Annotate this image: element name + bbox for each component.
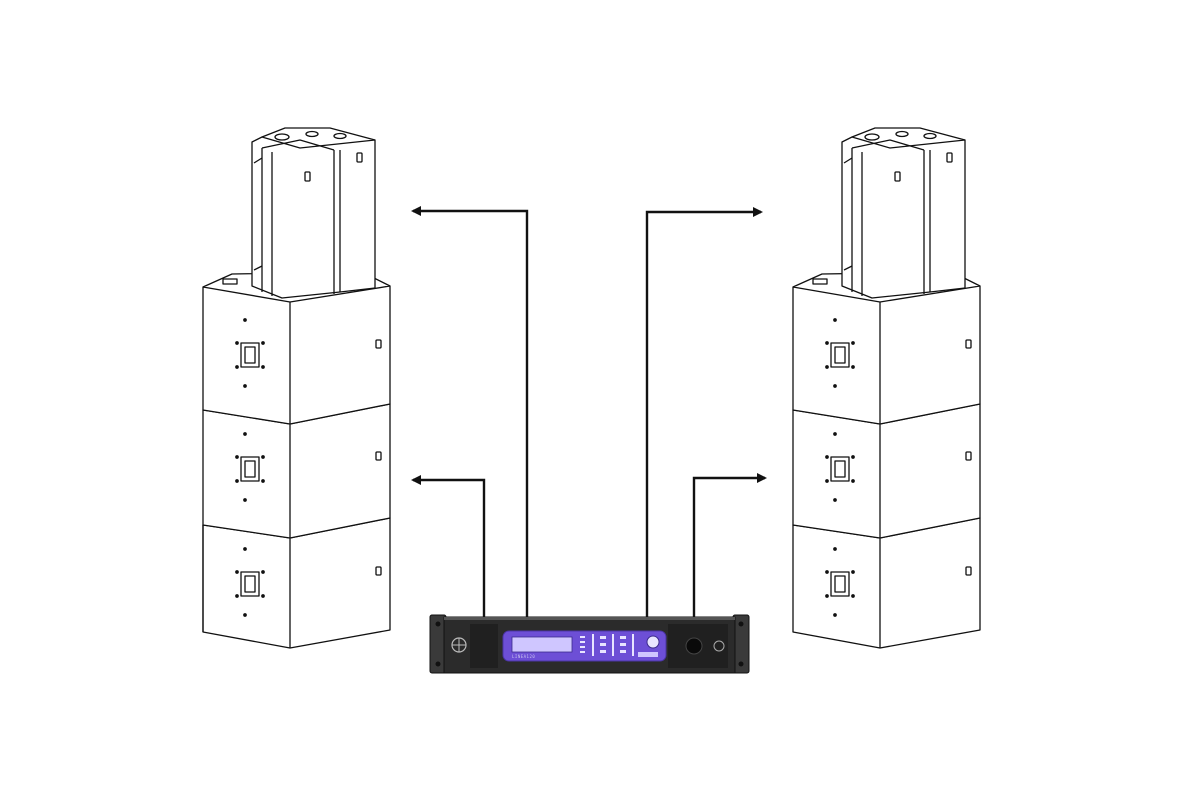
arrow-to-right-top-cabinet — [645, 207, 763, 618]
power-knob-icon[interactable] — [685, 637, 703, 655]
right-subwoofer-3 — [792, 517, 981, 649]
right-subwoofer-2 — [792, 403, 981, 539]
signal-connections — [411, 206, 767, 618]
amp-encoder-knob-icon[interactable] — [646, 635, 660, 649]
arrow-to-left-subwoofers — [411, 475, 486, 618]
amp-display — [511, 636, 573, 653]
arrow-to-left-top-cabinet — [411, 206, 529, 618]
brand-logo-icon — [451, 637, 467, 653]
right-speaker-stack — [792, 127, 981, 649]
left-subwoofer-3 — [202, 517, 391, 649]
amp-brand-label: LINEA120 — [512, 654, 535, 659]
power-button-icon[interactable] — [713, 640, 725, 652]
left-speaker-stack — [202, 127, 391, 649]
left-top-cabinet — [251, 127, 376, 299]
amplifier: LINEA120 — [429, 614, 750, 674]
amp-indicators — [580, 634, 658, 657]
right-top-cabinet — [841, 127, 966, 299]
left-subwoofer-1 — [202, 271, 391, 425]
arrow-to-right-subwoofers — [692, 473, 767, 618]
left-subwoofer-2 — [202, 403, 391, 539]
